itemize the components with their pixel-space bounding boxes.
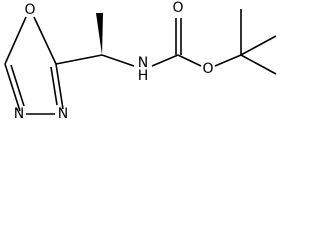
bond-ester-o-quaternary-c <box>214 54 242 67</box>
bond-ring-o-c2 <box>4 16 27 65</box>
atom-ring-nitrogen-right: N <box>58 106 68 122</box>
bond-ring-c2-n-left-double <box>10 64 25 107</box>
bond-amine-carbonyl-c <box>151 54 179 67</box>
bond-stereocenter-amine <box>101 54 135 67</box>
bond-c5-stereocenter <box>55 54 103 65</box>
atom-ring-oxygen: O <box>24 2 35 18</box>
atom-ester-oxygen: O <box>202 61 213 77</box>
bond-ring-o-c5 <box>33 16 57 65</box>
bond-tbutyl-methyl-right <box>240 35 277 56</box>
molecule-structure: O N N N H O O <box>4 0 277 122</box>
atom-ring-nitrogen-left: N <box>14 106 24 122</box>
bond-carbonyl-ester-o <box>177 54 202 67</box>
bond-ring-n-right-c5-double <box>50 66 58 106</box>
atom-amine-hydrogen: H <box>138 68 149 84</box>
atom-amine-nitrogen: N <box>138 55 148 71</box>
bond-tbutyl-methyl-bottom <box>240 54 277 75</box>
bond-ring-n-right-c5 <box>55 63 64 110</box>
atom-carbonyl-oxygen: O <box>172 0 183 16</box>
wedge-bond-methyl <box>96 13 103 55</box>
bond-ring-c2-n-left <box>4 63 21 112</box>
